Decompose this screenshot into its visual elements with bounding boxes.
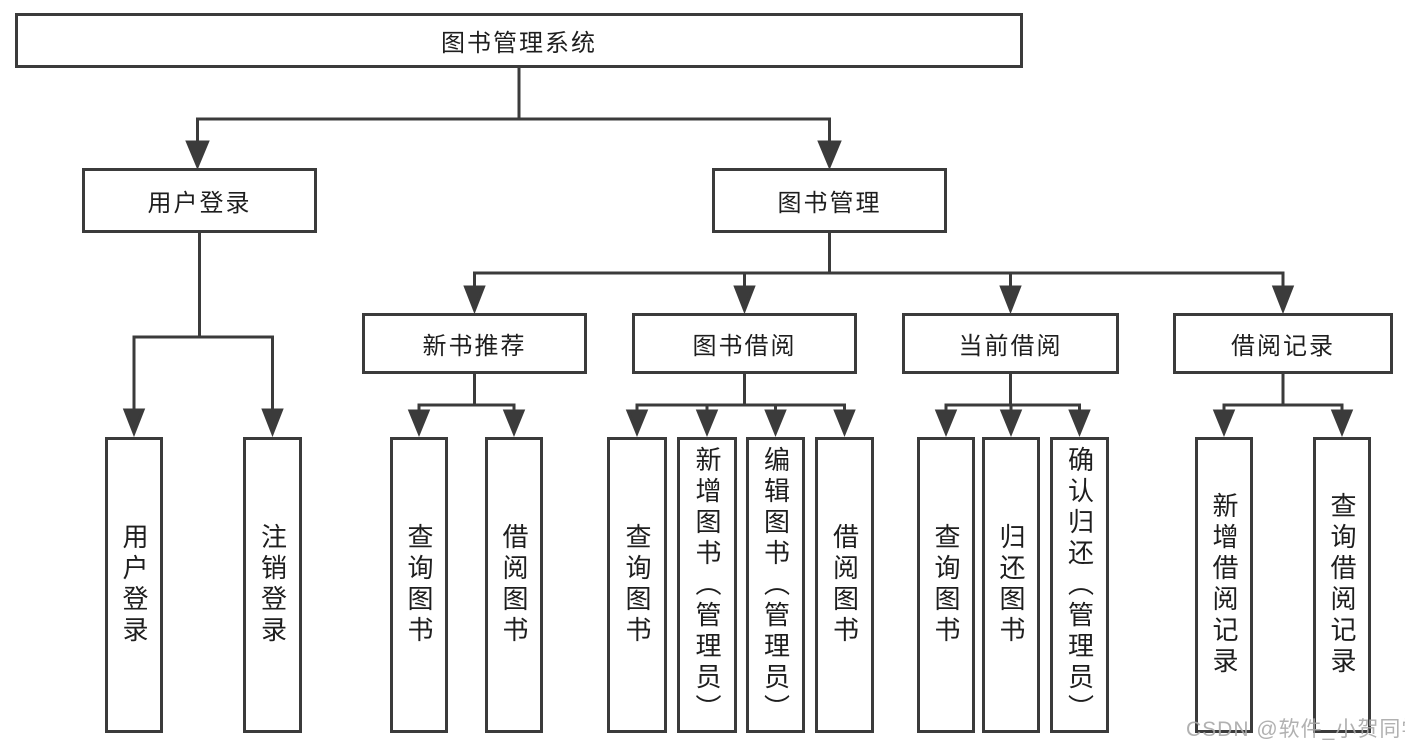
arrowhead-down <box>999 285 1022 315</box>
leaf-nbr-borrow-books: 借阅图书 <box>485 437 543 733</box>
arrowhead-down <box>764 409 787 437</box>
arrowhead-down <box>625 409 649 437</box>
leaf-cb-return-books-label: 归还图书 <box>996 523 1026 647</box>
arrowhead-down <box>999 409 1023 437</box>
node-current-borrowing-label: 当前借阅 <box>958 333 1063 360</box>
leaf-cb-return-books: 归还图书 <box>982 437 1040 733</box>
arrowhead-down <box>1330 409 1354 437</box>
edge-root-to-level2 <box>185 66 842 170</box>
node-borrowing-records-label: 借阅记录 <box>1231 333 1335 360</box>
leaf-bb-add-books-admin: 新增图书（管理员） <box>677 437 737 733</box>
leaf-nbr-query-books-label: 查询图书 <box>404 523 434 647</box>
arrowhead-down <box>463 285 486 315</box>
leaf-cb-query-books-label: 查询图书 <box>931 523 961 647</box>
node-root: 图书管理系统 <box>15 13 1023 68</box>
node-book-borrowing-label: 图书借阅 <box>692 333 797 360</box>
arrowhead-down <box>817 140 842 170</box>
node-new-book-recommendation-label: 新书推荐 <box>422 333 527 360</box>
leaf-bb-borrow-books-label: 借阅图书 <box>829 523 860 647</box>
leaf-logout-label: 注销登录 <box>257 523 288 647</box>
edge-new-book-recommendation-branch <box>407 372 526 437</box>
leaf-br-add-record: 新增借阅记录 <box>1195 437 1253 733</box>
leaf-bb-borrow-books: 借阅图书 <box>815 437 874 733</box>
arrowhead-down <box>1068 409 1091 437</box>
leaf-bb-query-books: 查询图书 <box>607 437 667 733</box>
leaf-bb-query-books-label: 查询图书 <box>622 523 652 647</box>
leaf-cb-confirm-return-admin: 确认归还（管理员） <box>1050 437 1109 733</box>
node-root-label: 图书管理系统 <box>441 30 597 57</box>
arrowhead-down <box>122 408 146 438</box>
arrowhead-down <box>934 409 958 437</box>
arrowhead-down <box>1212 409 1236 437</box>
leaf-bb-add-books-admin-label: 新增图书（管理员） <box>692 445 722 725</box>
leaf-nbr-borrow-books-label: 借阅图书 <box>499 523 529 647</box>
arrowhead-down <box>502 409 526 437</box>
arrowhead-down <box>833 409 856 437</box>
node-book-management-label: 图书管理 <box>777 190 882 217</box>
leaf-cb-confirm-return-admin-label: 确认归还（管理员） <box>1064 445 1095 725</box>
arrowhead-down <box>407 409 431 437</box>
arrowhead-down <box>185 140 210 170</box>
node-new-book-recommendation: 新书推荐 <box>362 313 587 374</box>
arrowhead-down <box>1271 285 1295 315</box>
watermark: CSDN @软件_小贺同学 <box>1186 718 1405 741</box>
node-book-borrowing: 图书借阅 <box>632 313 857 374</box>
edge-user-login-branch <box>122 231 284 438</box>
leaf-cb-query-books: 查询图书 <box>917 437 975 733</box>
leaf-br-add-record-label: 新增借阅记录 <box>1209 492 1239 678</box>
arrowhead-down <box>733 285 756 315</box>
leaf-user-login: 用户登录 <box>105 437 163 733</box>
leaf-logout: 注销登录 <box>243 437 302 733</box>
arrowhead-down <box>261 408 284 438</box>
leaf-bb-edit-books-admin: 编辑图书（管理员） <box>746 437 805 733</box>
leaf-br-query-record-label: 查询借阅记录 <box>1327 492 1357 678</box>
node-user-login-label: 用户登录 <box>147 190 252 217</box>
leaf-br-query-record: 查询借阅记录 <box>1313 437 1371 733</box>
node-user-login: 用户登录 <box>82 168 317 233</box>
edge-borrowing-records-branch <box>1212 372 1354 437</box>
edge-book-borrowing-branch <box>625 372 856 437</box>
arrowhead-down <box>695 409 719 437</box>
edge-book-management-branch <box>463 231 1295 315</box>
edge-current-borrowing-branch <box>934 372 1091 437</box>
leaf-user-login-label: 用户登录 <box>119 523 149 647</box>
node-borrowing-records: 借阅记录 <box>1173 313 1393 374</box>
leaf-bb-edit-books-admin-label: 编辑图书（管理员） <box>760 445 791 725</box>
node-current-borrowing: 当前借阅 <box>902 313 1119 374</box>
leaf-nbr-query-books: 查询图书 <box>390 437 448 733</box>
node-book-management: 图书管理 <box>712 168 947 233</box>
